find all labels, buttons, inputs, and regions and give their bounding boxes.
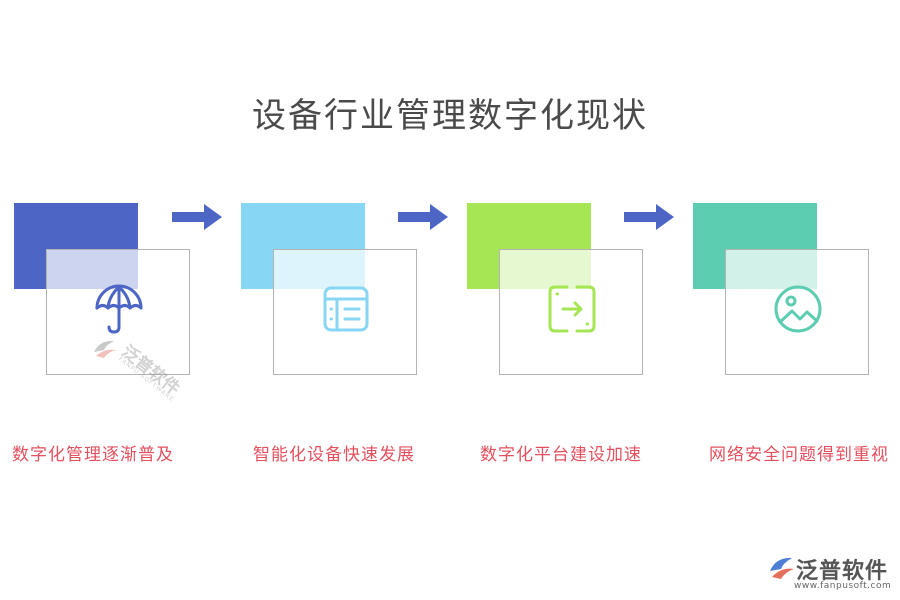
- logo-url: www.fanpusoft.com: [794, 581, 892, 591]
- step-frame: [46, 249, 190, 375]
- step-label-4: 网络安全问题得到重视: [709, 445, 889, 465]
- page-title: 设备行业管理数字化现状: [252, 96, 648, 136]
- flow-arrow-3: [624, 204, 674, 230]
- step-frame: [273, 249, 417, 375]
- flow-arrow-1: [172, 204, 222, 230]
- watermark: 泛普软件 FANPU SOFTWARE: [92, 334, 187, 414]
- step-label-3: 数字化平台建设加速: [480, 445, 642, 465]
- step-label-2: 智能化设备快速发展: [253, 445, 415, 465]
- step-card-1: [14, 203, 190, 375]
- image-icon: [774, 285, 822, 333]
- brand-logo: 泛普软件 www.fanpusoft.com: [768, 553, 893, 593]
- flow-arrow-2: [398, 204, 448, 230]
- logo-name: 泛普软件: [796, 559, 889, 584]
- step-frame: [499, 249, 643, 375]
- step-card-4: [693, 203, 869, 375]
- step-frame: [725, 249, 869, 375]
- list-panel-icon: [323, 286, 369, 332]
- step-card-3: [467, 203, 643, 375]
- watermark-logo-icon: [94, 340, 116, 358]
- step-label-1: 数字化管理逐渐普及: [12, 445, 174, 465]
- transfer-icon: [548, 285, 596, 333]
- step-card-2: [241, 203, 417, 375]
- fanpu-logo-icon: [770, 557, 794, 579]
- umbrella-icon: [95, 284, 143, 334]
